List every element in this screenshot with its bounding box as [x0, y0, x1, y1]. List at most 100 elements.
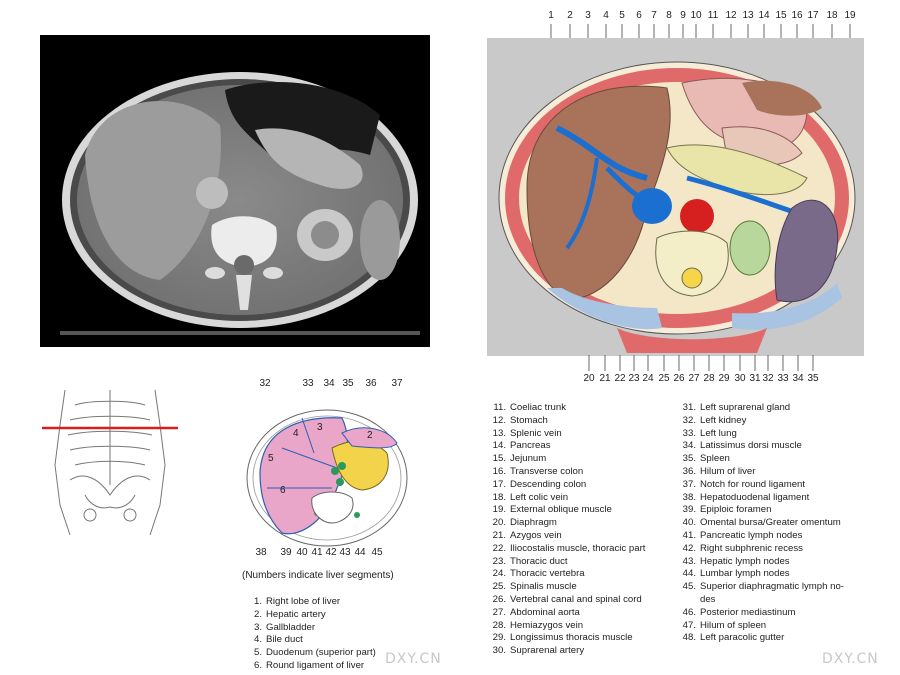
- legend-item: 41.Pancreatic lymph nodes: [676, 530, 844, 543]
- legend-item: 13.Splenic vein: [486, 428, 645, 441]
- structure-number-label: 34: [792, 373, 804, 384]
- structure-number-label: 17: [807, 10, 819, 21]
- legend-item-number: 32.: [682, 414, 696, 426]
- legend-item-number: 21.: [492, 529, 506, 541]
- structure-number-label: 32: [259, 378, 271, 389]
- legend-item: 27.Abdominal aorta: [486, 607, 645, 620]
- legend-item-text: Bile duct: [266, 634, 303, 646]
- legend-item: 21.Azygos vein: [486, 530, 645, 543]
- watermark: DXY.CN: [822, 651, 879, 667]
- structure-number-label: 28: [703, 373, 715, 384]
- legend-item-text: Left suprarenal gland: [700, 402, 791, 413]
- legend-item-number: 16.: [492, 465, 506, 477]
- legend-item-text: Left colic vein: [510, 491, 569, 503]
- legend-item-text: Pancreas: [510, 440, 551, 452]
- legend-item-text: Thoracic duct: [510, 555, 568, 567]
- legend-item-text: Suprarenal artery: [510, 645, 585, 657]
- structure-number-label: 18: [826, 10, 838, 21]
- structure-number-label: 3: [585, 10, 591, 21]
- legend-item-number: 14.: [492, 440, 506, 452]
- legend-item-number: 38.: [682, 491, 696, 503]
- legend-item: 2.Hepatic artery: [242, 609, 376, 622]
- legend-item: 32. Left kidney: [676, 415, 844, 428]
- legend-item: 28.Hemiazygos vein: [486, 620, 645, 633]
- legend-item: 16.Transverse colon: [486, 466, 645, 479]
- legend-item-text: Hilum of liver: [700, 465, 756, 477]
- structure-number-label: 5: [619, 10, 625, 21]
- structure-number-label: 43: [339, 547, 351, 558]
- legend-item-number: 34.: [682, 440, 696, 452]
- legend-item: 29.Longissimus thoracis muscle: [486, 632, 645, 645]
- legend-item-number: 20.: [492, 517, 506, 529]
- legend-item-text: Splenic vein: [510, 427, 562, 439]
- structure-number-label: 33: [777, 373, 789, 384]
- structure-number-label: 32: [762, 373, 774, 384]
- legend-item: 26.Vertebral canal and spinal cord: [486, 594, 645, 607]
- legend-item: 23.Thoracic duct: [486, 556, 645, 569]
- structure-number-label: 8: [666, 10, 672, 21]
- legend-item-text: Descending colon: [510, 478, 587, 490]
- segment-number: 6: [280, 485, 286, 496]
- structure-number-label: 2: [567, 10, 573, 21]
- legend-item: 4.Bile duct: [242, 634, 376, 647]
- legend-item-text: Hilum of spleen: [700, 619, 767, 631]
- legend-item-text: Left kidney: [700, 414, 747, 426]
- legend-item-text: Stomach: [510, 414, 548, 426]
- structure-number-label: 31: [749, 373, 761, 384]
- legend-item-text: Gallbladder: [266, 621, 316, 633]
- structure-number-label: 23: [628, 373, 640, 384]
- structure-number-label: 15: [775, 10, 787, 21]
- legend-item-number: 25.: [492, 581, 506, 593]
- liver-segment-diagram: 4 3 2 5 6: [242, 378, 412, 564]
- legend-item-number: 44.: [682, 568, 696, 580]
- legend-item-number: 11.: [493, 402, 506, 413]
- anatomy-cross-section-drawing: [487, 38, 864, 356]
- structure-number-label: 12: [725, 10, 737, 21]
- legend-item-number: 33.: [682, 427, 696, 439]
- legend-item: 35.Spleen: [676, 453, 844, 466]
- segment-number: 4: [293, 428, 299, 439]
- legend-item: 45.Superior diaphragmatic lymph no-: [676, 581, 844, 594]
- legend-item-text: Right lobe of liver: [266, 596, 341, 607]
- structure-number-label: 11: [707, 10, 719, 21]
- structure-number-label: 14: [758, 10, 770, 21]
- legend-item: 17.Descending colon: [486, 479, 645, 492]
- legend-item: 11.Coeliac trunk: [486, 402, 645, 415]
- legend-item-text: Epiploic foramen: [700, 504, 772, 516]
- body-orientation-sketch: [40, 385, 180, 535]
- legend-item-number: 39.: [682, 504, 696, 516]
- legend-item: 3. Gallbladder: [242, 622, 376, 635]
- legend-item: 30.Suprarenal artery: [486, 645, 645, 658]
- legend-item: 42.Right subphrenic recess: [676, 543, 844, 556]
- legend-item: 33.Left lung: [676, 428, 844, 441]
- structure-number-label: 42: [325, 547, 337, 558]
- legend-item-text: des: [700, 593, 716, 605]
- legend-item: 44.Lumbar lymph nodes: [676, 568, 844, 581]
- watermark: DXY.CN: [385, 651, 442, 667]
- legend-item: 38. Hepatoduodenal ligament: [676, 492, 844, 505]
- structure-number-label: 39: [280, 547, 292, 558]
- legend-item-number: 3.: [253, 621, 262, 633]
- structure-number-label: 10: [690, 10, 702, 21]
- legend-item-text: Hepatic lymph nodes: [700, 555, 790, 567]
- legend-item-number: 37.: [682, 478, 696, 490]
- legend-item-text: Hepatoduodenal ligament: [700, 491, 810, 503]
- structure-number-label: 20: [583, 373, 595, 384]
- structure-number-label: 45: [371, 547, 383, 558]
- structure-number-label: 40: [296, 547, 308, 558]
- legend-item: 6.Round ligament of liver: [242, 660, 376, 673]
- structure-number-label: 34: [323, 378, 335, 389]
- legend-item-text: Round ligament of liver: [266, 659, 365, 671]
- structure-number-label: 19: [844, 10, 856, 21]
- structure-number-label: 41: [311, 547, 323, 558]
- legend-item-number: 19.: [492, 504, 506, 516]
- legend-item-number: 43.: [682, 555, 696, 567]
- legend-item-text: Left paracolic gutter: [700, 632, 785, 644]
- legend-item-number: 47.: [682, 619, 696, 631]
- legend-item-number: 46.: [682, 606, 696, 618]
- segment-number: 2: [367, 430, 373, 441]
- legend-item-text: Superior diaphragmatic lymph no-: [700, 581, 844, 593]
- legend-item-text: Hemiazygos vein: [510, 619, 584, 631]
